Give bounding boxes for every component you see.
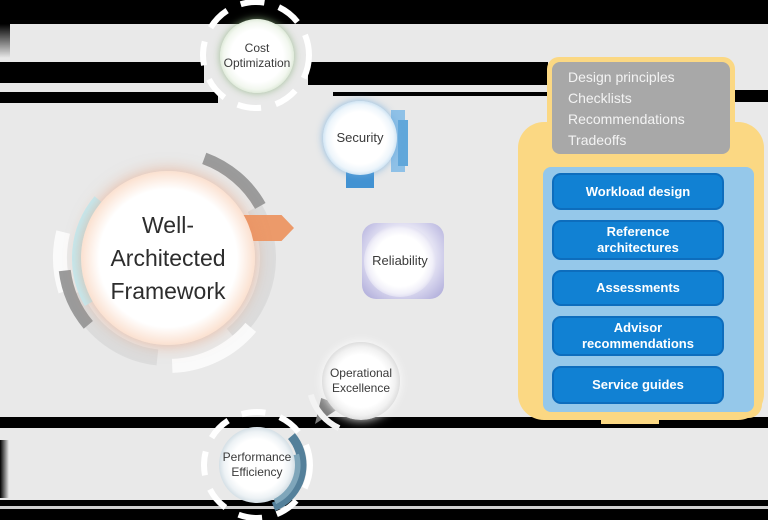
artifact-band-right-a — [308, 62, 548, 85]
pillar-circle-cost-optimization: Cost Optimization — [220, 19, 294, 93]
artifact-band-right-thin — [333, 92, 548, 96]
central-title-line2: Architected — [110, 244, 226, 271]
artifact-blob-bottom-left — [0, 440, 9, 498]
button-service-guides: Service guides — [552, 366, 724, 404]
button-workload-design: Workload design — [552, 173, 724, 210]
pillar-circle-performance-efficiency: Performance Efficiency — [219, 427, 295, 503]
artifact-band-bottom — [0, 500, 768, 520]
resources-button-list: Workload design Reference architectures … — [552, 173, 724, 404]
performance-efficiency-label-line1: Performance — [222, 450, 292, 464]
artifact-band-left-b — [0, 92, 218, 103]
pillar-circle-operational-excellence: Operational Excellence — [322, 342, 400, 420]
yellow-panel-bottom-tab — [601, 408, 659, 424]
central-title-line1: Well- — [142, 211, 194, 238]
button-reference-architectures: Reference architectures — [552, 220, 724, 260]
button-assessments: Assessments — [552, 270, 724, 306]
artifact-band-top — [0, 0, 768, 24]
security-label: Security — [336, 130, 384, 145]
central-title-line3: Framework — [110, 277, 226, 304]
guidance-box: Design principles Checklists Recommendat… — [552, 62, 730, 154]
performance-efficiency-dashed-ring — [201, 409, 313, 520]
artifact-band-mid-bottom — [0, 417, 768, 428]
guidance-item-checklists: Checklists — [568, 90, 632, 106]
pillar-circle-reliability: Reliability — [364, 225, 436, 297]
security-step-shadow-inner — [398, 120, 408, 166]
reliability-label: Reliability — [372, 253, 428, 268]
central-circle-well-architected-framework: Well- Architected Framework — [81, 171, 255, 345]
artifact-blob-top-left — [0, 24, 10, 58]
cost-optimization-label-line2: Optimization — [223, 56, 291, 70]
guidance-item-design-principles: Design principles — [568, 69, 675, 85]
cost-optimization-label-line1: Cost — [244, 41, 270, 55]
operational-excellence-label-line2: Excellence — [331, 381, 391, 395]
artifact-band-left-a — [0, 62, 204, 83]
operational-excellence-label-line1: Operational — [329, 366, 393, 380]
pillar-circle-security: Security — [323, 101, 397, 175]
artifact-grayline-bottom — [0, 506, 768, 509]
artifact-band-far-right — [734, 90, 768, 102]
operational-excellence-white-arc — [306, 326, 416, 436]
cost-optimization-dashed-ring — [200, 0, 312, 111]
button-advisor-recommendations: Advisor recommendations — [552, 316, 724, 356]
guidance-item-recommendations: Recommendations — [568, 111, 685, 127]
performance-efficiency-label-line2: Efficiency — [231, 465, 283, 479]
central-ring-arcs — [53, 143, 283, 373]
guidance-item-tradeoffs: Tradeoffs — [568, 132, 627, 148]
